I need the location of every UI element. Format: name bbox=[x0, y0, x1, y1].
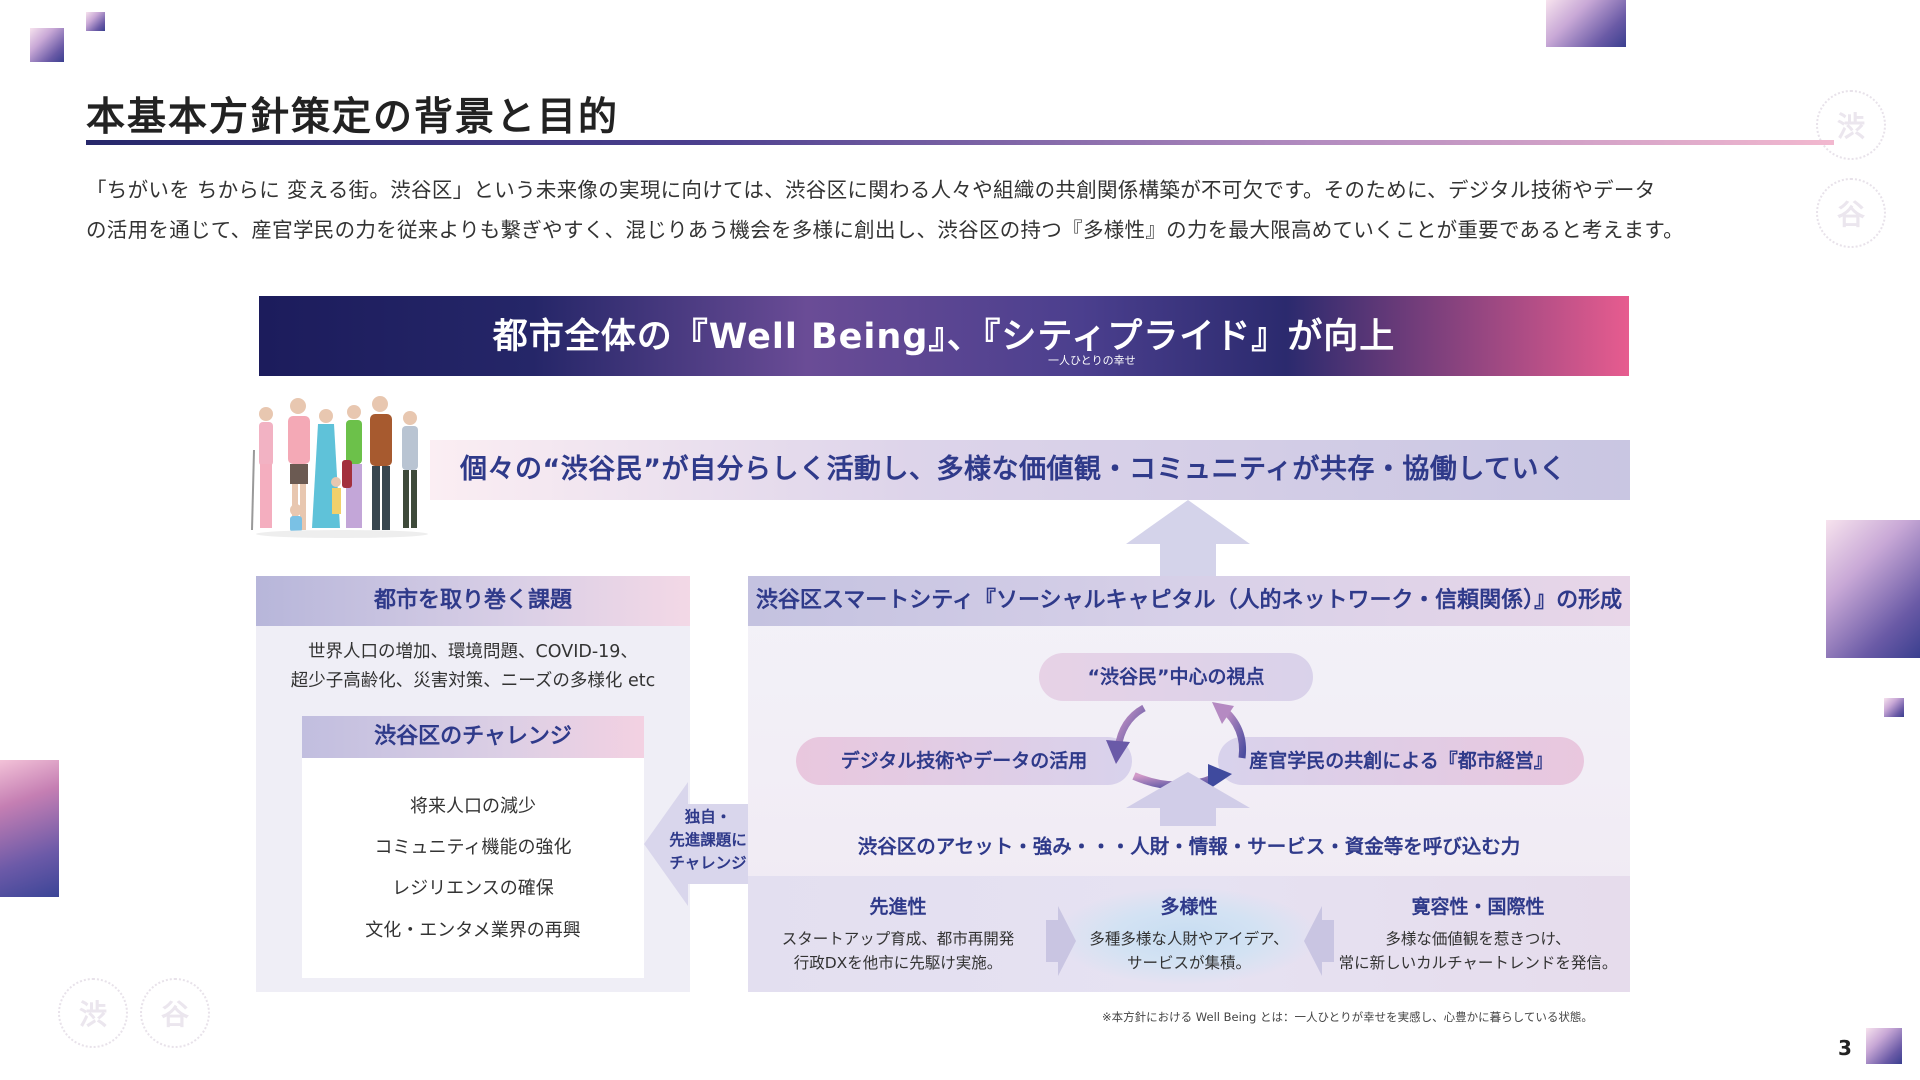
challenge-arrow-label: 独自・ 先進課題に チャレンジ bbox=[652, 806, 764, 875]
assets-statement: 渋谷区のアセット・強み・・・人財・情報・サービス・資金等を呼び込む力 bbox=[857, 835, 1521, 858]
strength-line: サービスが集積。 bbox=[1126, 954, 1251, 972]
strength-title: 寛容性・国際性 bbox=[1411, 896, 1545, 918]
right-arrow-icon bbox=[1046, 906, 1076, 976]
digital-data-pill: デジタル技術やデータの活用 bbox=[796, 737, 1132, 785]
page-number: 3 bbox=[1838, 1036, 1852, 1060]
intro-paragraph: 「ちがいを ちからに 変える街。渋谷区」という未来像の実現に向けては、渋谷区に関… bbox=[86, 170, 1846, 250]
strength-line: 多様な価値観を惹きつけ、 bbox=[1385, 930, 1571, 948]
strength-title: 多様性 bbox=[1160, 896, 1218, 918]
citizen-view-pill: “渋谷民”中心の視点 bbox=[1039, 653, 1313, 701]
issues-line: 超少子高齢化、災害対策、ニーズの多様化 etc bbox=[290, 671, 656, 691]
strength-line: 多種多様な人財やアイデア、 bbox=[1089, 930, 1289, 948]
community-strip: 個々の“渋谷民”が自分らしく活動し、多様な価値観・コミュニティが共存・協働してい… bbox=[430, 440, 1630, 500]
intro-line: 「ちがいを ちからに 変える街。渋谷区」という未来像の実現に向けては、渋谷区に関… bbox=[86, 178, 1656, 202]
arrow-label-line: 独自・ bbox=[684, 808, 732, 826]
title-underline bbox=[86, 140, 1834, 145]
strength-line: 常に新しいカルチャートレンドを発信。 bbox=[1338, 954, 1618, 972]
footnote: ※本方針における Well Being とは：一人ひとりが幸せを実感し、心豊かに… bbox=[1102, 1010, 1593, 1024]
strength-line: スタートアップ育成、都市再開発 bbox=[781, 930, 1015, 948]
banner-title: 都市全体の『Well Being』、『シティプライド』が向上 bbox=[492, 317, 1396, 357]
issues-header: 都市を取り巻く課題 bbox=[256, 576, 690, 626]
strength-title: 先進性 bbox=[869, 896, 927, 918]
deco-square bbox=[1826, 520, 1920, 658]
challenge-item: 将来人口の減少 bbox=[410, 796, 536, 817]
deco-square bbox=[1866, 1028, 1902, 1064]
wellbeing-banner: 都市全体の『Well Being』、『シティプライド』が向上 一人ひとりの幸せ bbox=[259, 296, 1629, 376]
issues-text: 世界人口の増加、環境問題、COVID-19、 超少子高齢化、災害対策、ニーズの多… bbox=[256, 638, 690, 696]
page-title: 本基本方針策定の背景と目的 bbox=[86, 95, 620, 140]
watermark-seal: 谷 bbox=[1816, 178, 1886, 248]
left-arrow-icon bbox=[1304, 906, 1334, 976]
deco-square bbox=[86, 12, 105, 31]
watermark-seal: 谷 bbox=[140, 978, 210, 1048]
banner-subtitle: 一人ひとりの幸せ bbox=[1048, 354, 1136, 367]
deco-square bbox=[1884, 698, 1904, 717]
diversity-glow bbox=[1056, 888, 1316, 984]
smartcity-panel: 渋谷区スマートシティ『ソーシャルキャピタル（人的ネットワーク・信頼関係）』の形成… bbox=[748, 576, 1630, 992]
watermark-seal: 渋 bbox=[1816, 90, 1886, 160]
strengths-band: 先進性 スタートアップ育成、都市再開発 行政DXを他市に先駆け実施。 多様性 多… bbox=[748, 876, 1630, 992]
strength-column: 先進性 スタートアップ育成、都市再開発 行政DXを他市に先駆け実施。 bbox=[758, 892, 1038, 975]
challenge-item: 文化・エンタメ業界の再興 bbox=[365, 920, 581, 941]
left-arrow bbox=[644, 782, 748, 906]
smartcity-header: 渋谷区スマートシティ『ソーシャルキャピタル（人的ネットワーク・信頼関係）』の形成 bbox=[748, 576, 1630, 626]
arrow-label-line: 先進課題に bbox=[669, 831, 747, 849]
arrow-label-line: チャレンジ bbox=[669, 854, 747, 872]
strength-text: スタートアップ育成、都市再開発 行政DXを他市に先駆け実施。 bbox=[758, 927, 1038, 975]
co-creation-pill: 産官学民の共創による『都市経営』 bbox=[1218, 737, 1584, 785]
people-illustration bbox=[251, 396, 428, 538]
deco-square bbox=[1546, 0, 1626, 47]
strength-column: 寛容性・国際性 多様な価値観を惹きつけ、 常に新しいカルチャートレンドを発信。 bbox=[1338, 892, 1618, 975]
issues-line: 世界人口の増加、環境問題、COVID-19、 bbox=[308, 642, 638, 662]
intro-line: の活用を通じて、産官学民の力を従来よりも繋ぎやすく、混じりあう機会を多様に創出し… bbox=[86, 218, 1684, 242]
deco-square bbox=[0, 760, 59, 897]
strength-column: 多様性 多種多様な人財やアイデア、 サービスが集積。 bbox=[1049, 892, 1329, 975]
issues-panel: 都市を取り巻く課題 世界人口の増加、環境問題、COVID-19、 超少子高齢化、… bbox=[256, 576, 690, 992]
up-arrow bbox=[1126, 500, 1250, 578]
strength-text: 多様な価値観を惹きつけ、 常に新しいカルチャートレンドを発信。 bbox=[1338, 927, 1618, 975]
deco-square bbox=[30, 28, 64, 62]
strength-text: 多種多様な人財やアイデア、 サービスが集積。 bbox=[1049, 927, 1329, 975]
strength-line: 行政DXを他市に先駆け実施。 bbox=[793, 954, 1003, 972]
challenge-item: コミュニティ機能の強化 bbox=[374, 837, 572, 858]
challenge-header: 渋谷区のチャレンジ bbox=[302, 716, 644, 758]
challenge-box: 渋谷区のチャレンジ 将来人口の減少 コミュニティ機能の強化 レジリエンスの確保 … bbox=[302, 716, 644, 978]
challenge-item: レジリエンスの確保 bbox=[392, 878, 554, 899]
watermark-seal: 渋 bbox=[58, 978, 128, 1048]
inner-up-arrow bbox=[1126, 772, 1250, 826]
